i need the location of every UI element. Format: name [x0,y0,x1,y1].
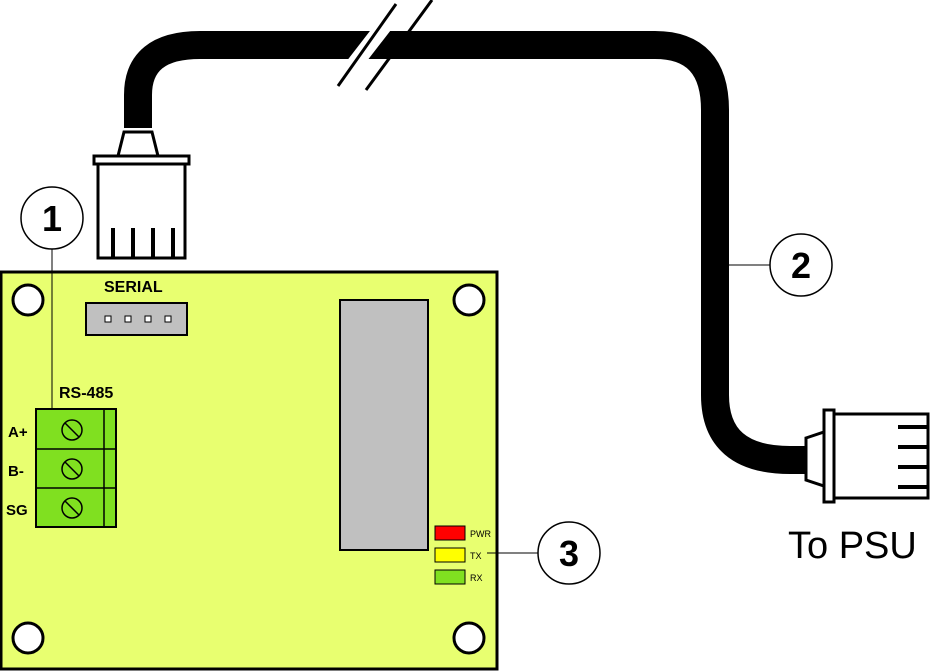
terminal-label-sg: SG [6,502,28,519]
serial-plug-connector [92,130,191,260]
led-label-rx: RX [470,573,483,583]
callout-1: 1 [20,186,84,250]
mounting-hole [11,621,45,655]
chip-module [339,299,429,551]
serial-socket [85,302,188,336]
callout-1-number: 1 [42,198,62,239]
terminal-label-b-minus: B- [8,463,24,480]
led-pwr [434,525,466,541]
led-rx [434,569,466,585]
rs485-terminal-block [35,408,117,528]
mounting-holes [11,283,486,655]
serial-label: SERIAL [104,279,163,296]
terminal-screw-icon [61,419,83,441]
callout-3-number: 3 [559,533,579,574]
terminal-label-a-plus: A+ [8,424,28,441]
terminal-screw-icon [61,458,83,480]
psu-plug-connector [804,408,930,504]
rs485-label: RS-485 [59,385,113,402]
led-label-tx: TX [470,551,482,561]
mounting-hole [452,283,486,317]
callout-3: 3 [537,521,601,585]
led-indicators [434,525,466,585]
callout-2: 2 [769,233,833,297]
cable [124,31,818,474]
led-label-pwr: PWR [470,529,491,539]
to-psu-label: To PSU [788,525,917,567]
led-tx [434,547,466,563]
mounting-hole [11,283,45,317]
terminal-screw-icon [61,497,83,519]
callout-2-number: 2 [791,245,811,286]
mounting-hole [452,621,486,655]
cable-break-marks [329,0,434,93]
